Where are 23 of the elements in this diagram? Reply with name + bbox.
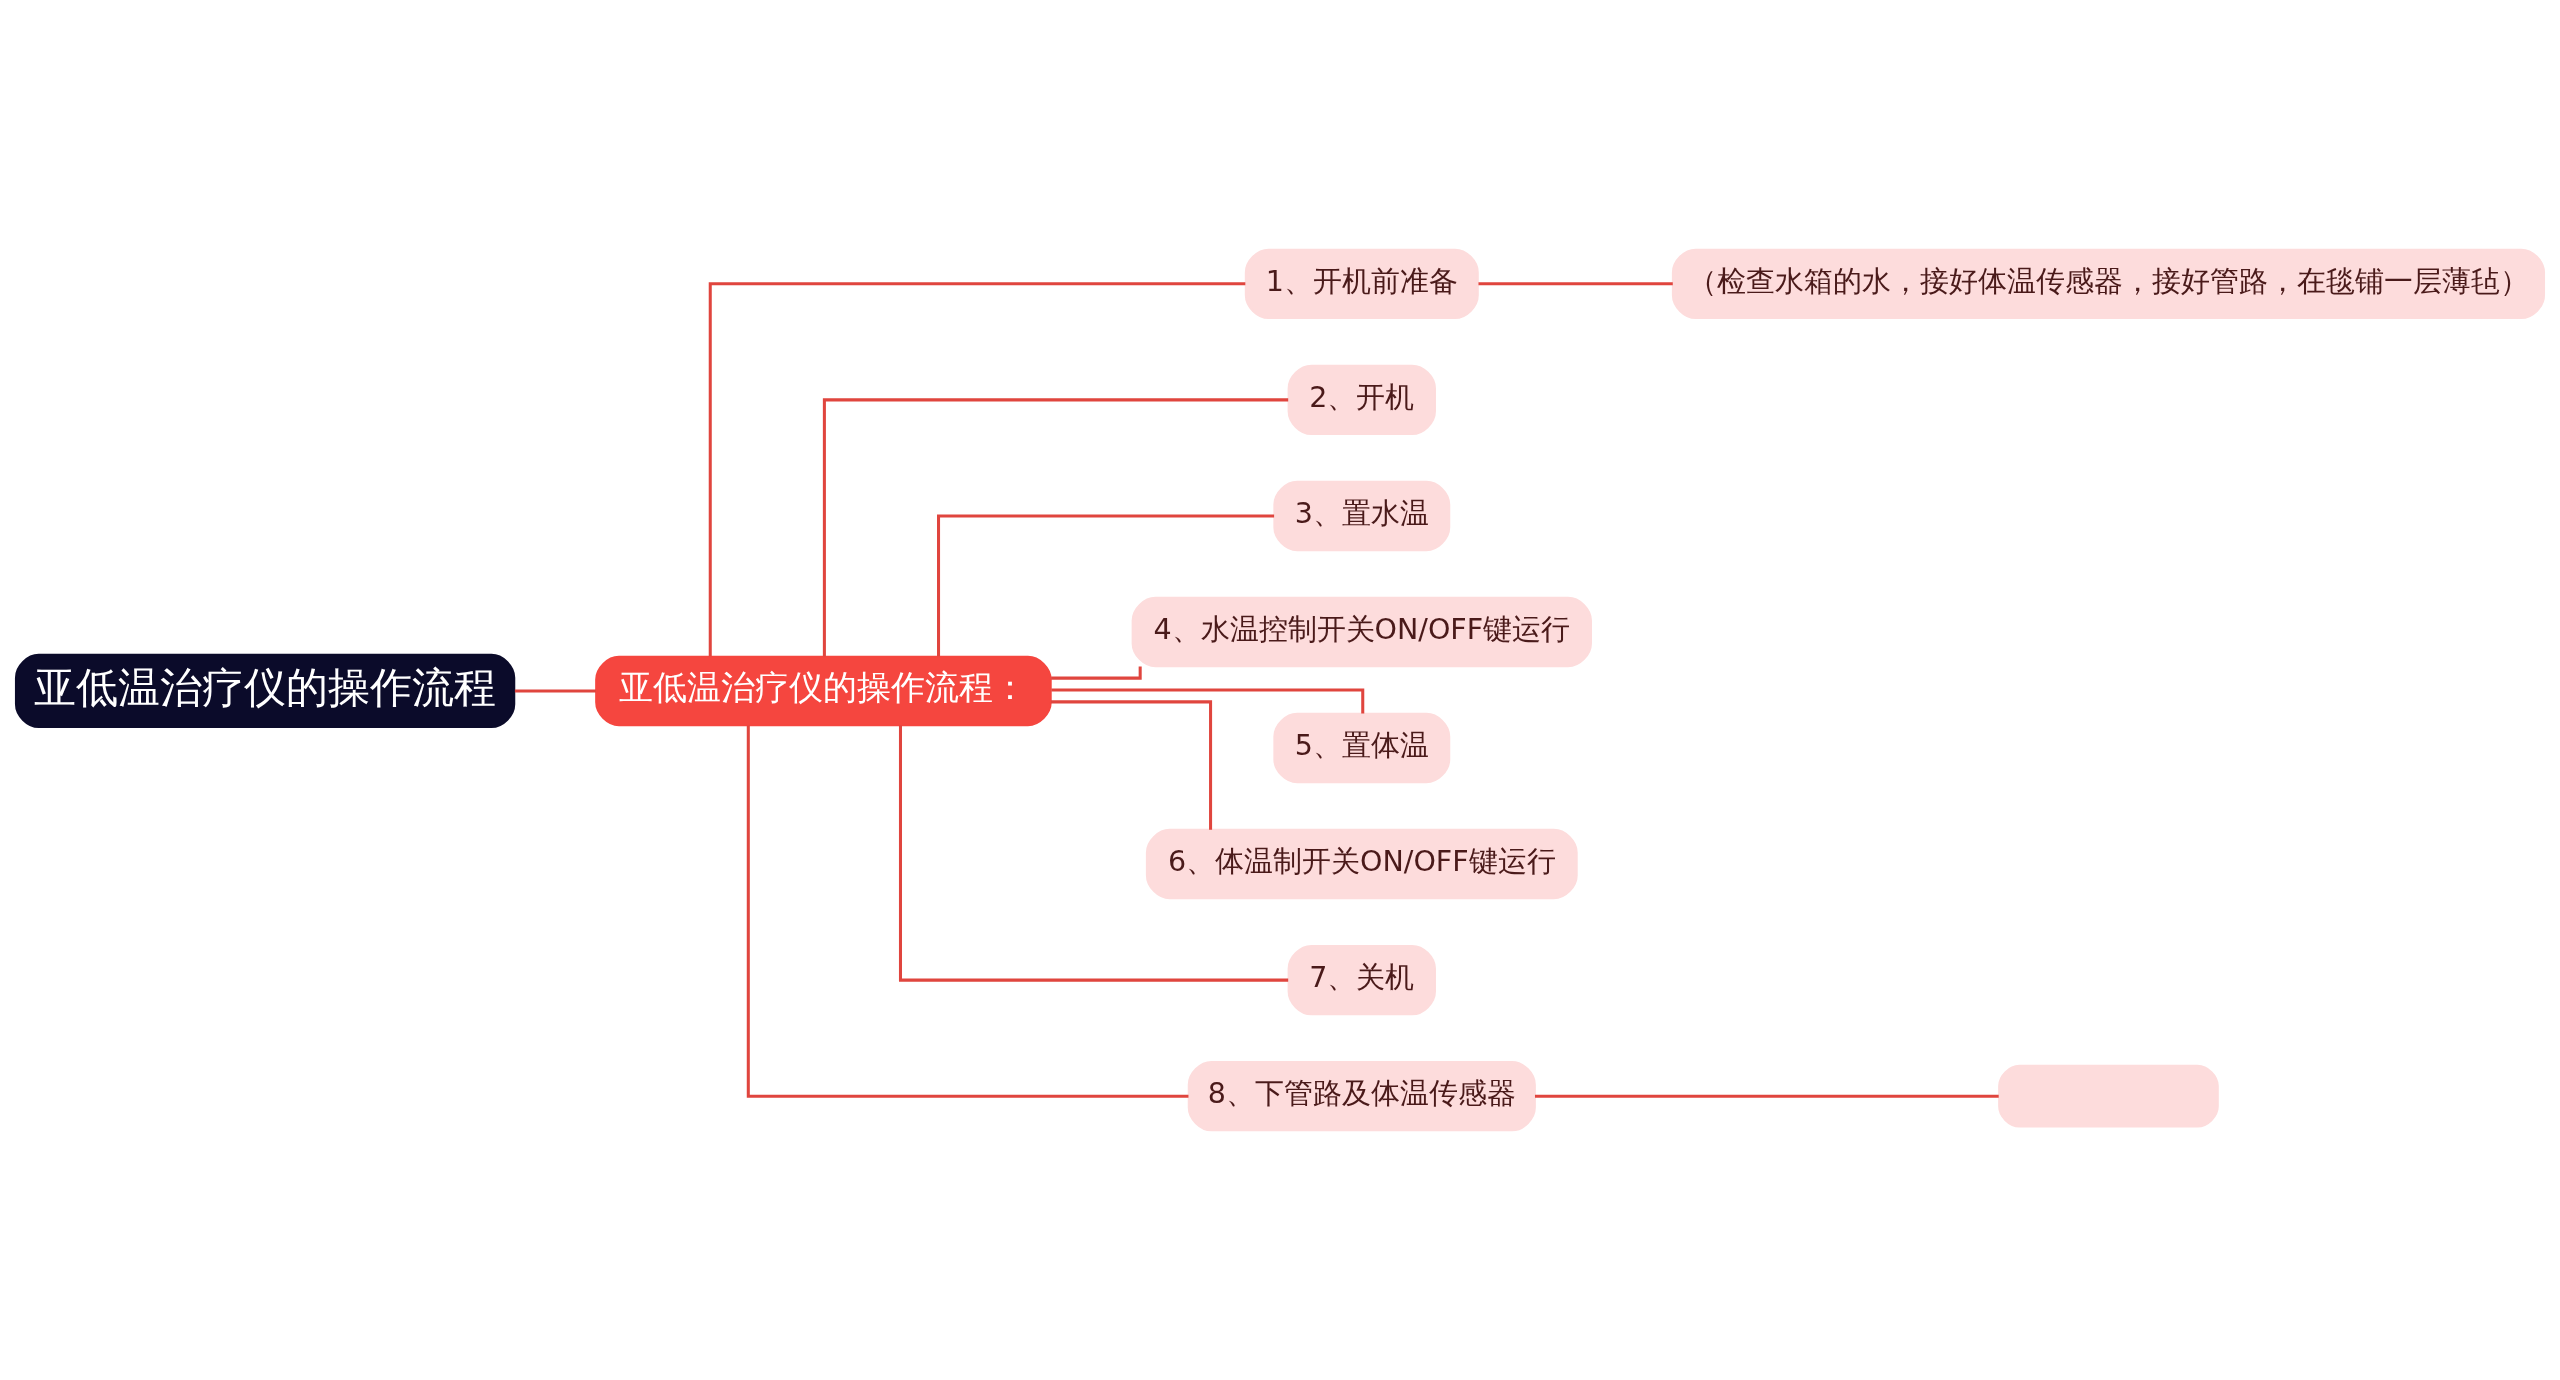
connector xyxy=(708,282,1246,657)
connector xyxy=(1051,688,1365,714)
connector xyxy=(1534,1094,1999,1098)
node-box: 2、开机 xyxy=(1287,364,1436,436)
node-box: 8、下管路及体温传感器 xyxy=(1187,1060,1536,1132)
node-box: 7、关机 xyxy=(1287,944,1436,1016)
connector xyxy=(1050,700,1213,830)
connector xyxy=(746,725,1189,1098)
node-box: 4、水温控制开关ON/OFF键运行 xyxy=(1131,596,1592,668)
connector xyxy=(937,514,1275,657)
connector xyxy=(514,689,596,693)
connector xyxy=(822,398,1289,657)
connector xyxy=(898,725,1289,982)
node-box: 6、体温制开关ON/OFF键运行 xyxy=(1145,828,1578,900)
connector xyxy=(1478,282,1673,286)
node-box: 亚低温治疗仪的操作流程： xyxy=(595,655,1052,727)
node-box: （检查水箱的水，接好体温传感器，接好管路，在毯铺一层薄毡） xyxy=(1671,248,2546,320)
node-box: 3、置水温 xyxy=(1273,480,1451,552)
node-box: 亚低温治疗仪的操作流程 xyxy=(14,653,516,729)
connector xyxy=(1051,666,1142,680)
node-box: 5、置体温 xyxy=(1273,712,1451,784)
node-box: 1、开机前准备 xyxy=(1244,248,1479,320)
node-box xyxy=(1998,1064,2219,1128)
